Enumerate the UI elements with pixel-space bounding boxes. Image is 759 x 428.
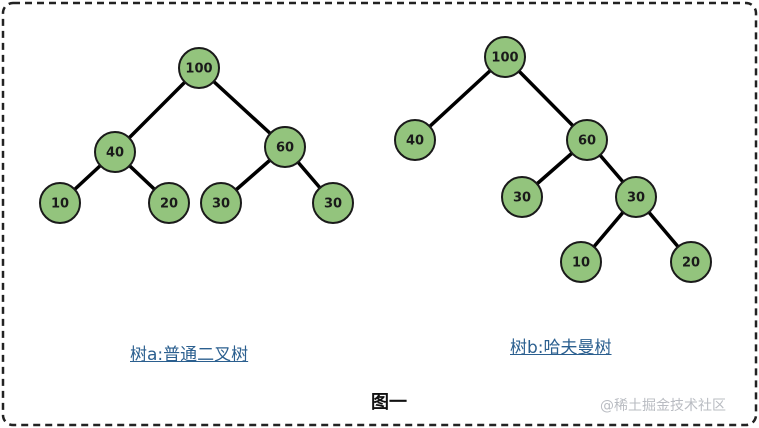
tree-b-node-label: 60 <box>578 134 596 149</box>
tree-a-node-label: 30 <box>324 197 342 212</box>
tree-a-node-label: 100 <box>185 62 212 77</box>
tree-b-caption[interactable]: 树b:哈夫曼树 <box>510 338 612 358</box>
tree-a-caption[interactable]: 树a:普通二叉树 <box>130 345 249 365</box>
tree-b-node-circle <box>560 241 602 283</box>
tree-b-node-circle <box>566 119 608 161</box>
tree-a-node-circle <box>200 182 242 224</box>
tree-b-node: 100 <box>484 36 526 78</box>
tree-a-node-label: 10 <box>51 197 69 212</box>
figure-title: 图一 <box>371 392 407 413</box>
tree-b-node-circle <box>394 119 436 161</box>
tree-a-node-circle <box>148 182 190 224</box>
tree-a-node-label: 20 <box>160 197 178 212</box>
tree-b-node-label: 20 <box>682 256 700 271</box>
tree-a-node-label: 40 <box>106 146 124 161</box>
tree-a-node-label: 60 <box>276 141 294 156</box>
tree-b-node: 30 <box>501 176 543 218</box>
tree-a-node: 60 <box>264 126 306 168</box>
tree-a-node: 40 <box>94 131 136 173</box>
tree-b-node-label: 40 <box>406 134 424 149</box>
tree-b-node-label: 30 <box>513 191 531 206</box>
tree-a-node: 10 <box>39 182 81 224</box>
tree-b-node-label: 100 <box>491 51 518 66</box>
tree-a-node-circle <box>264 126 306 168</box>
tree-b-node-label: 30 <box>627 191 645 206</box>
tree-a-node: 100 <box>178 47 220 89</box>
tree-b-node: 10 <box>560 241 602 283</box>
tree-b-node: 30 <box>615 176 657 218</box>
tree-a-node: 30 <box>312 182 354 224</box>
tree-b-node-circle <box>501 176 543 218</box>
tree-a-node: 30 <box>200 182 242 224</box>
tree-a-node-circle <box>94 131 136 173</box>
tree-a-node-label: 30 <box>212 197 230 212</box>
tree-b-node-label: 10 <box>572 256 590 271</box>
tree-b-node-circle <box>484 36 526 78</box>
tree-a-node-circle <box>178 47 220 89</box>
tree-a-node-circle <box>39 182 81 224</box>
tree-b-node: 20 <box>670 241 712 283</box>
tree-b-node-circle <box>615 176 657 218</box>
tree-a-node: 20 <box>148 182 190 224</box>
tree-b-node: 60 <box>566 119 608 161</box>
tree-b-node: 40 <box>394 119 436 161</box>
tree-b-node-circle <box>670 241 712 283</box>
tree-a-node-circle <box>312 182 354 224</box>
watermark: @稀土掘金技术社区 <box>600 398 726 414</box>
